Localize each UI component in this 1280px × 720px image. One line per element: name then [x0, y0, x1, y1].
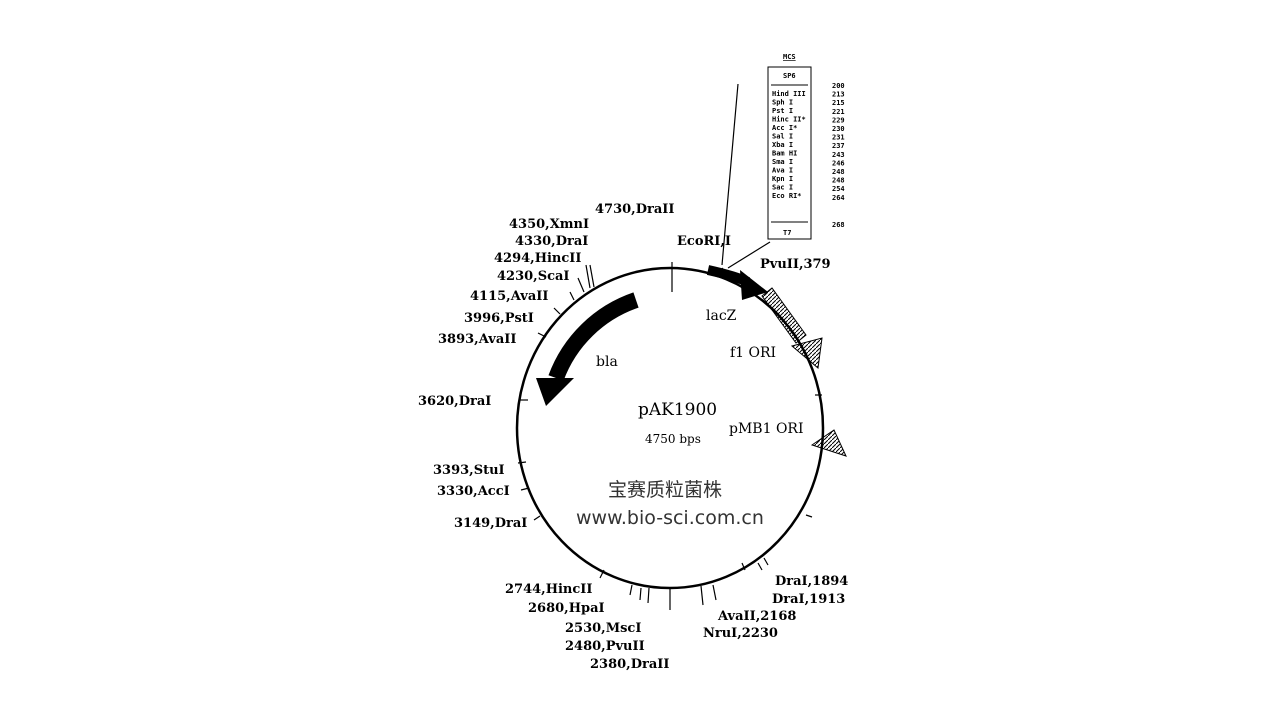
site-label: 4230,ScaI: [497, 269, 570, 284]
site-label: DraI,1913: [772, 592, 845, 607]
site-label: 4115,AvaII: [470, 289, 548, 304]
site-label: 2480,PvuII: [565, 639, 645, 654]
site-ticks: [517, 83, 822, 610]
site-label: 4330,DraI: [515, 234, 588, 249]
site-label: 2744,HincII: [505, 582, 592, 597]
mcs-position: 243: [832, 151, 845, 159]
lacZ-arrowhead: [740, 270, 768, 300]
site-label: 3149,DraI: [454, 516, 527, 531]
mcs-enzyme: Bam HI: [772, 150, 797, 158]
mcs-enzyme: Sac I: [772, 184, 793, 192]
site-label: 4730,DraII: [595, 202, 674, 217]
site-label: EcoRI,I: [677, 234, 731, 249]
site-label: 4294,HincII: [494, 251, 581, 266]
mcs-position: 230: [832, 125, 845, 133]
site-label: DraI,1894: [775, 574, 848, 589]
f1-ori-arrowhead: [790, 337, 823, 369]
site-label: 3893,AvaII: [438, 332, 516, 347]
watermark-line1: 宝赛质粒菌株: [608, 479, 722, 501]
mcs-position: 264: [832, 194, 845, 202]
pmb1-ori-arrowhead: [810, 429, 847, 457]
watermark-line2: www.bio-sci.com.cn: [576, 507, 764, 529]
site-label: 4350,XmnI: [509, 217, 589, 232]
plasmid-size: 4750 bps: [645, 432, 701, 446]
mcs-position: 200: [832, 82, 845, 90]
site-label: 2680,HpaI: [528, 601, 605, 616]
mcs-position: 221: [832, 108, 845, 116]
mcs-enzyme: Xba I: [772, 141, 793, 149]
pmb1-label: pMB1 ORI: [729, 421, 804, 437]
mcs-position: 248: [832, 168, 845, 176]
mcs-position: 248: [832, 177, 845, 185]
bla-label: bla: [596, 354, 618, 370]
mcs-enzyme: Sma I: [772, 158, 793, 166]
plasmid-name: pAK1900: [638, 400, 717, 420]
mcs-enzyme: Hinc II*: [772, 116, 806, 124]
mcs-t7: T7: [783, 229, 791, 237]
mcs-enzyme: Sph I: [772, 99, 793, 107]
mcs-enzyme: Pst I: [772, 107, 793, 115]
mcs-position: 231: [832, 134, 845, 142]
mcs-position: 254: [832, 185, 845, 193]
lacz-label: lacZ: [706, 308, 737, 324]
site-label: 3620,DraI: [418, 394, 491, 409]
bla-arrowhead: [536, 378, 574, 406]
mcs-enzyme: Eco RI*: [772, 192, 802, 200]
f1-label: f1 ORI: [730, 345, 776, 361]
mcs-enzyme: Hind III: [772, 90, 806, 98]
site-label: 2530,MscI: [565, 621, 641, 636]
mcs-position: 268: [832, 221, 845, 229]
site-label: PvuII,379: [760, 257, 831, 272]
site-label: NruI,2230: [703, 626, 778, 641]
site-label: 3330,AccI: [437, 484, 510, 499]
site-label: AvaII,2168: [717, 609, 796, 624]
mcs-enzyme: Acc I*: [772, 124, 797, 132]
mcs-enzyme: Ava I: [772, 167, 793, 175]
site-label: 2380,DraII: [590, 657, 669, 672]
mcs-position: 215: [832, 99, 845, 107]
mcs-title: MCS: [783, 53, 796, 61]
mcs-position: 246: [832, 159, 845, 167]
mcs-position: 213: [832, 91, 845, 99]
mcs-sp6: SP6: [783, 72, 796, 80]
f1-ori-bar: [761, 287, 807, 344]
site-label: 3393,StuI: [433, 463, 505, 478]
mcs-position: 229: [832, 116, 845, 124]
mcs-enzyme: Kpn I: [772, 175, 793, 183]
site-label: 3996,PstI: [464, 311, 534, 326]
mcs-position: 237: [832, 142, 845, 150]
mcs-enzyme: Sal I: [772, 133, 793, 141]
bla-arrow: [548, 292, 639, 381]
